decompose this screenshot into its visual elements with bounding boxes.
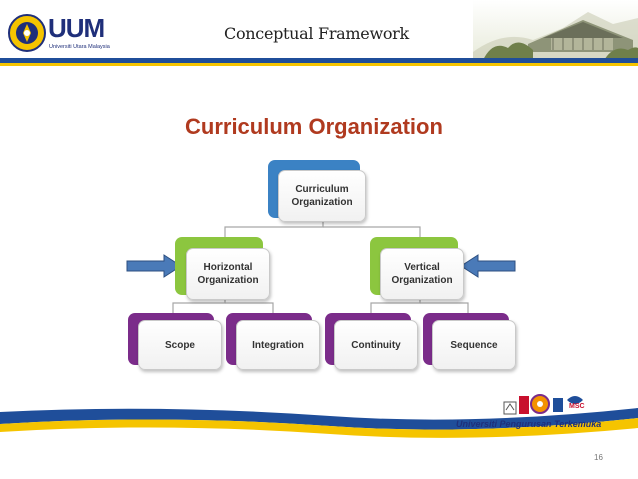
logo-subtitle: Universiti Utara Malaysia (49, 44, 110, 50)
logo-text: UUM (48, 13, 105, 43)
node-sequence: Sequence (432, 320, 516, 370)
page-title: Conceptual Framework (224, 24, 409, 43)
partner-logos: MSC (503, 394, 585, 415)
svg-text:MSC: MSC (569, 403, 585, 410)
slide-heading: Curriculum Organization (185, 114, 443, 139)
node-integration: Integration (236, 320, 320, 370)
node-curriculum-organization: Curriculum Organization (278, 170, 366, 222)
node-horizontal-organization: Horizontal Organization (186, 248, 270, 300)
left-arrow-icon (460, 254, 516, 278)
footer-wave (0, 408, 638, 438)
right-arrow-icon (126, 254, 182, 278)
slide-header: UUM Universiti Utara Malaysia Conceptual… (0, 0, 638, 66)
node-continuity: Continuity (334, 320, 418, 370)
node-vertical-organization: Vertical Organization (380, 248, 464, 300)
uum-logo: UUM Universiti Utara Malaysia (8, 12, 118, 56)
node-scope: Scope (138, 320, 222, 370)
page-number: 16 (594, 453, 603, 462)
header-band (0, 58, 638, 66)
uum-crest-icon (8, 14, 46, 52)
footer-tagline: Universiti Pengurusan Terkemuka (456, 419, 602, 429)
